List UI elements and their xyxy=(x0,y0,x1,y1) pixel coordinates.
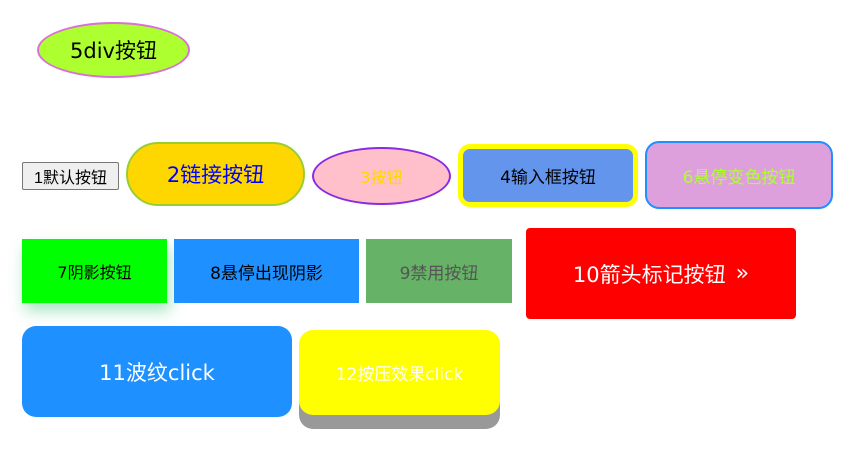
shadow-button[interactable]: 7阴影按钮 xyxy=(22,239,167,303)
hover-shadow-button[interactable]: 8悬停出现阴影 xyxy=(174,239,359,303)
ripple-button[interactable]: 11波纹click xyxy=(22,326,292,417)
input-box-button[interactable]: 4输入框按钮 xyxy=(458,144,638,207)
double-chevron-right-icon: » xyxy=(735,261,750,286)
button-3[interactable]: 3按钮 xyxy=(312,147,451,205)
default-button[interactable]: 1默认按钮 xyxy=(22,162,119,190)
arrow-button-label: 10箭头标记按钮 xyxy=(572,262,726,287)
hover-color-change-button[interactable]: 6悬停变色按钮 xyxy=(645,141,833,209)
disabled-button: 9禁用按钮 xyxy=(366,239,512,303)
arrow-marker-button[interactable]: 10箭头标记按钮 » xyxy=(526,228,796,319)
link-button[interactable]: 2链接按钮 xyxy=(126,142,305,206)
press-effect-button[interactable]: 12按压效果click xyxy=(299,330,500,415)
div-button[interactable]: 5div按钮 xyxy=(37,22,190,78)
